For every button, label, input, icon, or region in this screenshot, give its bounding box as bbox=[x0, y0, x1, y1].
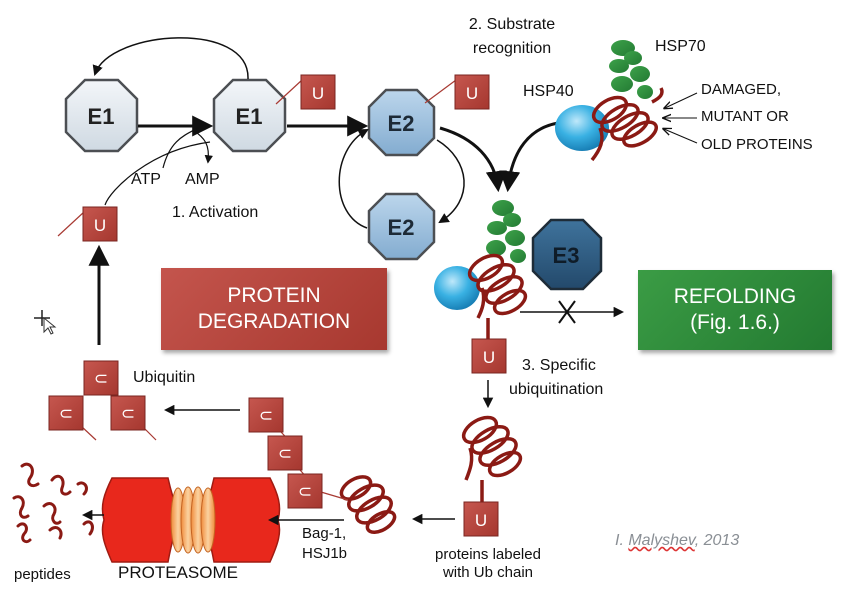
protein-degradation-box: PROTEIN DEGRADATION bbox=[161, 268, 387, 350]
e2-label: E2 bbox=[388, 111, 415, 136]
labeled-proteins-line2: with Ub chain bbox=[442, 564, 534, 581]
e2-to-e3-arrow bbox=[439, 126, 507, 193]
svg-text:⊂: ⊂ bbox=[94, 369, 108, 388]
hsp70-icon-complex bbox=[486, 200, 526, 263]
e2-transfer-arrow bbox=[436, 139, 465, 224]
peptides-label: peptides bbox=[14, 566, 71, 583]
e3-octagon: E3 bbox=[531, 218, 603, 291]
degradation-line2: DEGRADATION bbox=[197, 310, 351, 333]
svg-text:U: U bbox=[483, 348, 495, 367]
ubiquitin-tag-substrate: U bbox=[471, 338, 507, 374]
author-credit: I. Malyshev, 2013 bbox=[615, 532, 739, 550]
step-activation-label: 1. Activation bbox=[172, 204, 259, 221]
ubiquitin-tag-e2: U bbox=[424, 74, 490, 110]
hsp40-icon bbox=[555, 105, 609, 151]
e1-label: E1 bbox=[236, 104, 263, 129]
hsp70-label: HSP70 bbox=[655, 38, 706, 55]
step-ubiquitination-line2: ubiquitination bbox=[509, 381, 604, 398]
svg-text:U: U bbox=[466, 84, 478, 103]
credit-prefix: I. bbox=[615, 532, 629, 549]
proteasome-label: PROTEASOME bbox=[118, 563, 238, 582]
step-recognition-line2: recognition bbox=[472, 40, 552, 57]
labeled-proteins-line1: proteins labeled bbox=[435, 546, 541, 563]
misfolded-protein-coil bbox=[590, 87, 664, 162]
substrate-line2: MUTANT OR bbox=[701, 108, 789, 125]
substrate-line3: OLD PROTEINS bbox=[701, 136, 813, 153]
svg-text:⊂: ⊂ bbox=[298, 482, 312, 501]
credit-author-name: Malyshev bbox=[628, 532, 695, 549]
hsp70-icon bbox=[609, 40, 653, 99]
bag1-label-line1: Bag-1, bbox=[302, 525, 347, 542]
ubiquitin-label: Ubiquitin bbox=[133, 369, 196, 386]
proteasome-icon bbox=[101, 477, 281, 563]
svg-text:U: U bbox=[312, 84, 324, 103]
e2-octagon-bottom: E2 bbox=[367, 192, 436, 261]
svg-text:⊂: ⊂ bbox=[59, 404, 73, 423]
docked-protein-coil bbox=[339, 475, 397, 534]
svg-text:⊂: ⊂ bbox=[278, 444, 292, 463]
hsp40-icon-complex bbox=[434, 266, 480, 310]
e2-octagon-top: E2 bbox=[367, 88, 436, 157]
svg-text:U: U bbox=[94, 216, 106, 235]
e1-label: E1 bbox=[88, 104, 115, 129]
svg-text:⊂: ⊂ bbox=[259, 406, 273, 425]
ubiquitin-chain: ⊂ ⊂ ⊂ bbox=[248, 397, 349, 509]
amp-out-arrow bbox=[192, 129, 213, 164]
credit-year: , 2013 bbox=[694, 532, 740, 549]
degradation-line1: PROTEIN bbox=[227, 284, 321, 307]
ubiquitin-tag-e1: U bbox=[275, 74, 336, 110]
amp-label: AMP bbox=[185, 171, 220, 188]
free-protein-coil bbox=[461, 415, 523, 504]
old-arrow bbox=[664, 129, 698, 144]
step-recognition-line1: 2. Substrate bbox=[468, 16, 556, 33]
step-ubiquitination-line1: 3. Specific bbox=[522, 357, 596, 374]
refolding-line2: (Fig. 1.6.) bbox=[690, 311, 780, 334]
e1-recycle-arrow bbox=[92, 37, 249, 80]
ubiquitin-tag-labeled: U bbox=[463, 501, 499, 537]
e1-octagon-right: E1 bbox=[212, 78, 287, 153]
e2-label: E2 bbox=[388, 215, 415, 240]
peptides-icon bbox=[12, 462, 94, 544]
e1-octagon-left: E1 bbox=[64, 78, 139, 153]
blocked-icon bbox=[558, 300, 576, 324]
svg-text:⊂: ⊂ bbox=[121, 404, 135, 423]
substrate-line1: DAMAGED, bbox=[701, 81, 782, 98]
e3-label: E3 bbox=[553, 243, 580, 268]
refolding-line1: REFOLDING bbox=[673, 285, 797, 308]
ubiquitin-tag-free: U bbox=[57, 206, 118, 242]
atp-in-curve bbox=[162, 127, 199, 169]
refolding-box: REFOLDING (Fig. 1.6.) bbox=[638, 270, 832, 350]
bound-protein-coil bbox=[467, 253, 528, 340]
hsp40-label: HSP40 bbox=[523, 83, 574, 100]
e1-return-curve bbox=[104, 141, 211, 206]
damaged-arrow bbox=[665, 92, 698, 108]
svg-text:U: U bbox=[475, 511, 487, 530]
atp-label: ATP bbox=[131, 171, 161, 188]
e2-recycle-arrow bbox=[338, 128, 369, 229]
released-ubiquitins: ⊂ ⊂ ⊂ bbox=[48, 360, 157, 441]
bag1-label-line2: HSJ1b bbox=[302, 545, 348, 562]
substrate-to-e3-arrow bbox=[499, 121, 559, 193]
move-cursor-icon bbox=[34, 310, 57, 335]
